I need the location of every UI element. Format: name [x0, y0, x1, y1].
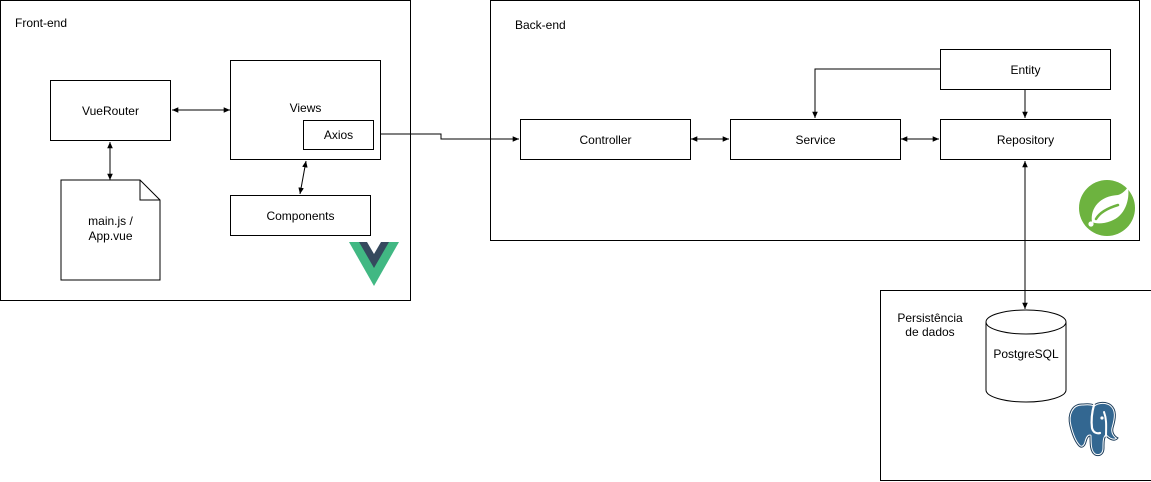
vue-logo [349, 242, 399, 286]
mainjs-label: main.js / App.vue [88, 214, 133, 243]
postgres-cylinder-top [985, 309, 1067, 335]
backend-title: Back-end [515, 18, 566, 32]
arrow-views-components [298, 160, 308, 195]
views-label: Views [289, 101, 322, 115]
persistence-title: Persistência de dados [897, 311, 963, 339]
spring-logo [1079, 180, 1135, 236]
mainjs-document-shape [60, 179, 161, 281]
postgresql-elephant-logo [1067, 400, 1120, 458]
axios-box: Axios [303, 120, 374, 150]
arrow-axios-controller [374, 131, 519, 142]
repository-box: Repository [940, 119, 1111, 160]
frontend-title: Front-end [15, 16, 68, 30]
components-box: Components [230, 195, 371, 236]
mainjs-document-fold [139, 180, 160, 201]
controller-box: Controller [520, 119, 691, 160]
postgres-cylinder-body [985, 322, 1067, 403]
postgres-label: PostgreSQL [993, 347, 1059, 361]
arrow-entity-service [812, 68, 940, 118]
vuerouter-box: VueRouter [50, 80, 171, 141]
service-box: Service [730, 119, 901, 160]
entity-box: Entity [940, 49, 1111, 90]
